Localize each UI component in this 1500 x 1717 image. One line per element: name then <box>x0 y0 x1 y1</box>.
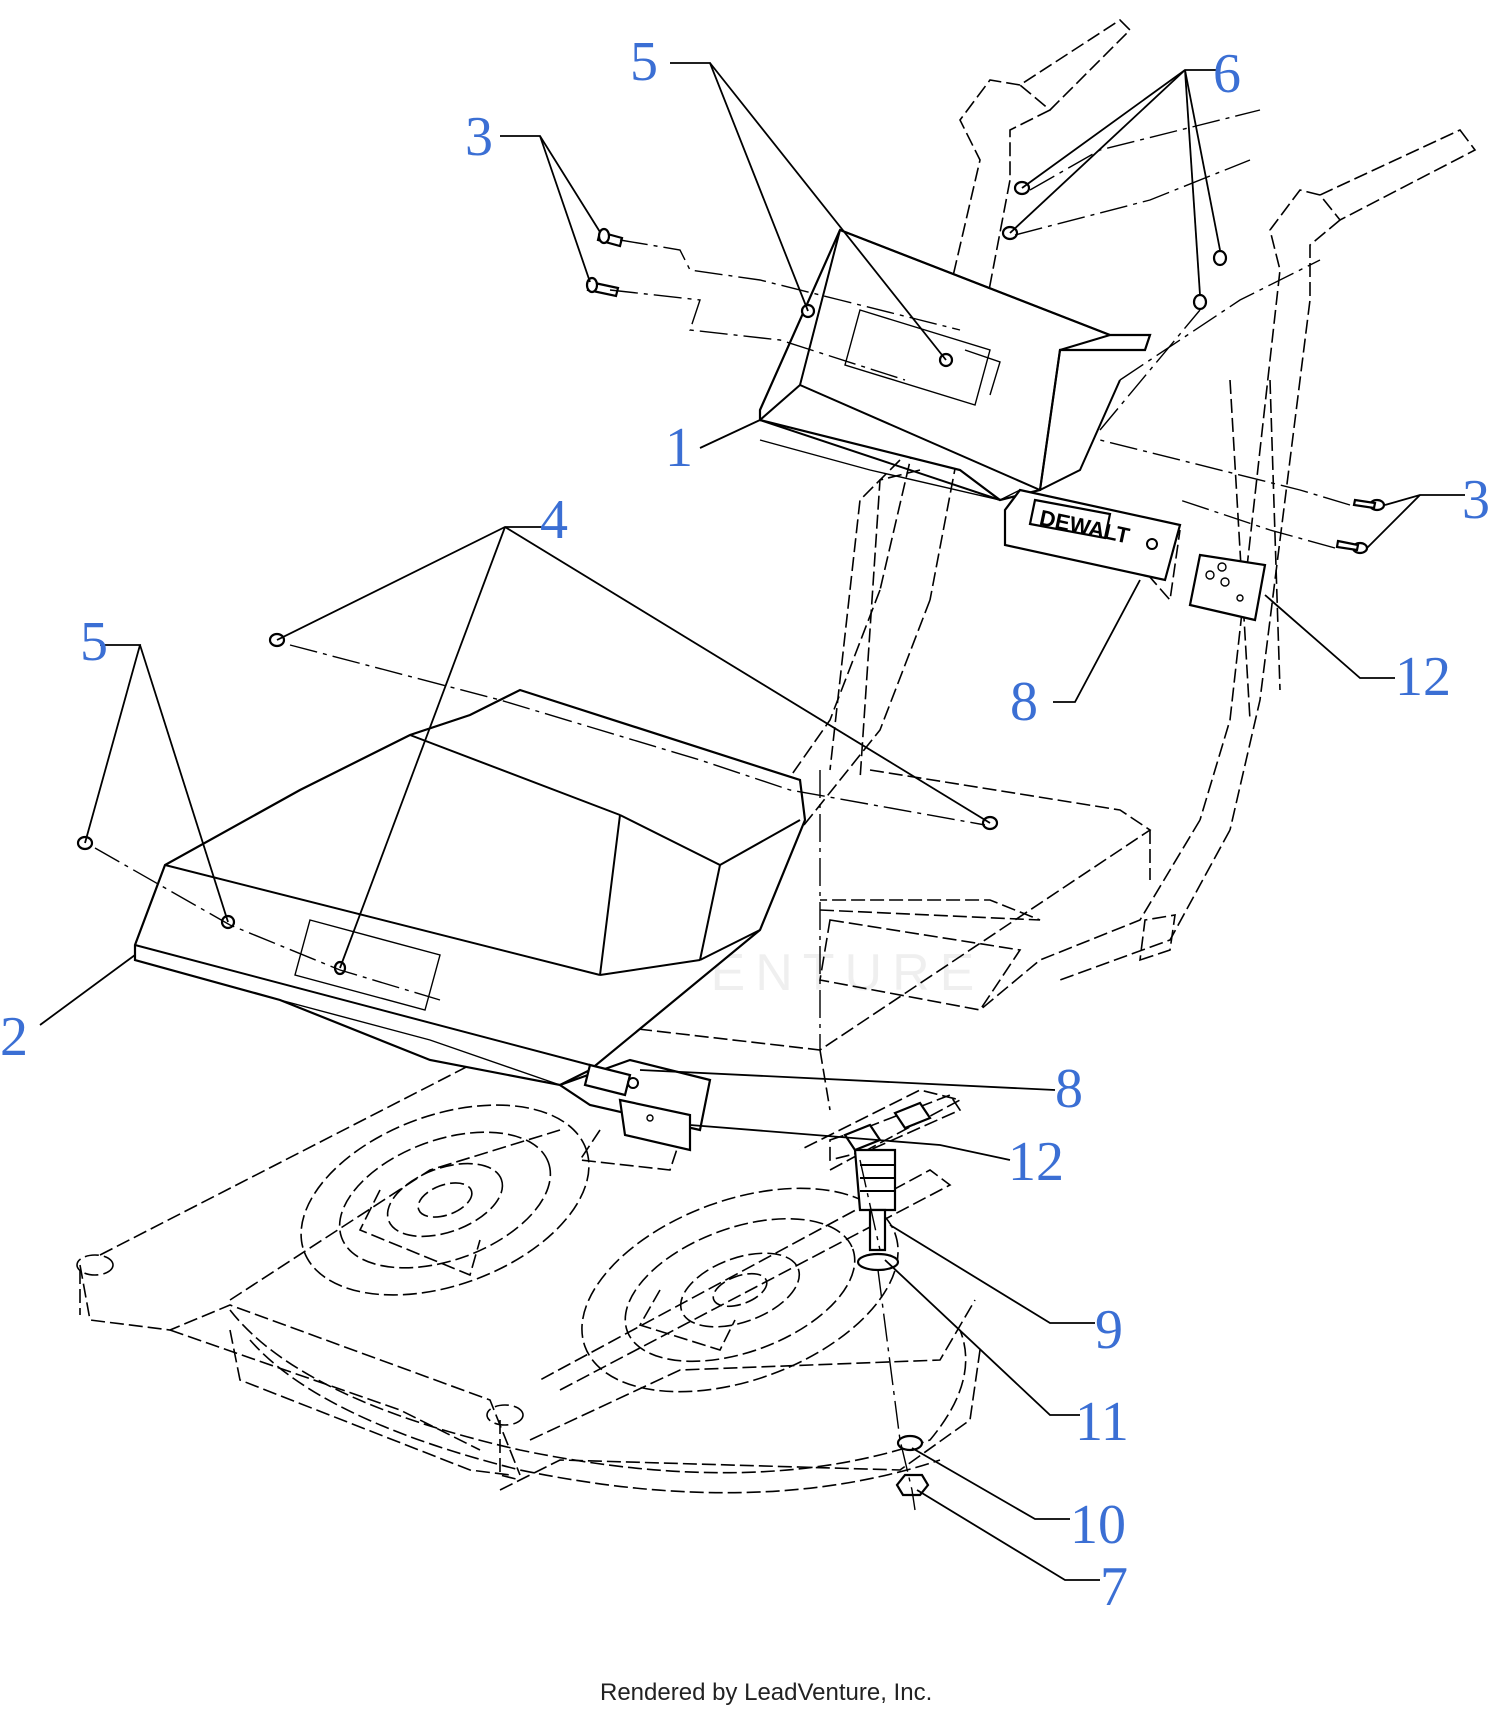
callout-12-upper: 12 <box>1395 646 1451 708</box>
callout-4: 4 <box>540 489 568 551</box>
callout-2: 2 <box>0 1006 28 1068</box>
centerlines <box>94 109 1351 1511</box>
washer <box>896 1434 924 1452</box>
callout-8-upper: 8 <box>1010 671 1038 733</box>
bracket-lower <box>618 1098 692 1152</box>
callout-3-right: 3 <box>1462 469 1490 531</box>
screws-3-upper <box>585 227 624 298</box>
dewalt-label-fastener <box>1146 538 1158 550</box>
callout-5-top: 5 <box>630 31 658 93</box>
nuts-6 <box>1001 180 1228 311</box>
callout-1: 1 <box>665 417 693 479</box>
dewalt-label-upper: DEWALT <box>1003 488 1182 582</box>
callout-labels: 5 6 3 1 3 4 8 12 5 2 8 12 9 11 10 7 <box>0 31 1490 1618</box>
screws-3-right <box>1335 498 1386 555</box>
callout-10: 10 <box>1070 1494 1126 1556</box>
render-credit: Rendered by LeadVenture, Inc. <box>600 1679 932 1706</box>
callout-3-top: 3 <box>465 106 493 168</box>
bracket-upper <box>1188 553 1267 622</box>
upper-battery-cover <box>758 228 1152 502</box>
callout-7: 7 <box>1100 1556 1128 1618</box>
callout-9: 9 <box>1095 1299 1123 1361</box>
leader-lines <box>39 62 1465 1581</box>
callout-11: 11 <box>1075 1391 1129 1453</box>
lower-battery-cover <box>133 688 807 1087</box>
nut <box>895 1473 930 1497</box>
mower-deck-frame <box>76 769 1152 1494</box>
callout-12-lower: 12 <box>1008 1131 1064 1193</box>
callout-6: 6 <box>1213 43 1241 105</box>
callout-5-left: 5 <box>80 611 108 673</box>
callout-8-lower: 8 <box>1055 1058 1083 1120</box>
